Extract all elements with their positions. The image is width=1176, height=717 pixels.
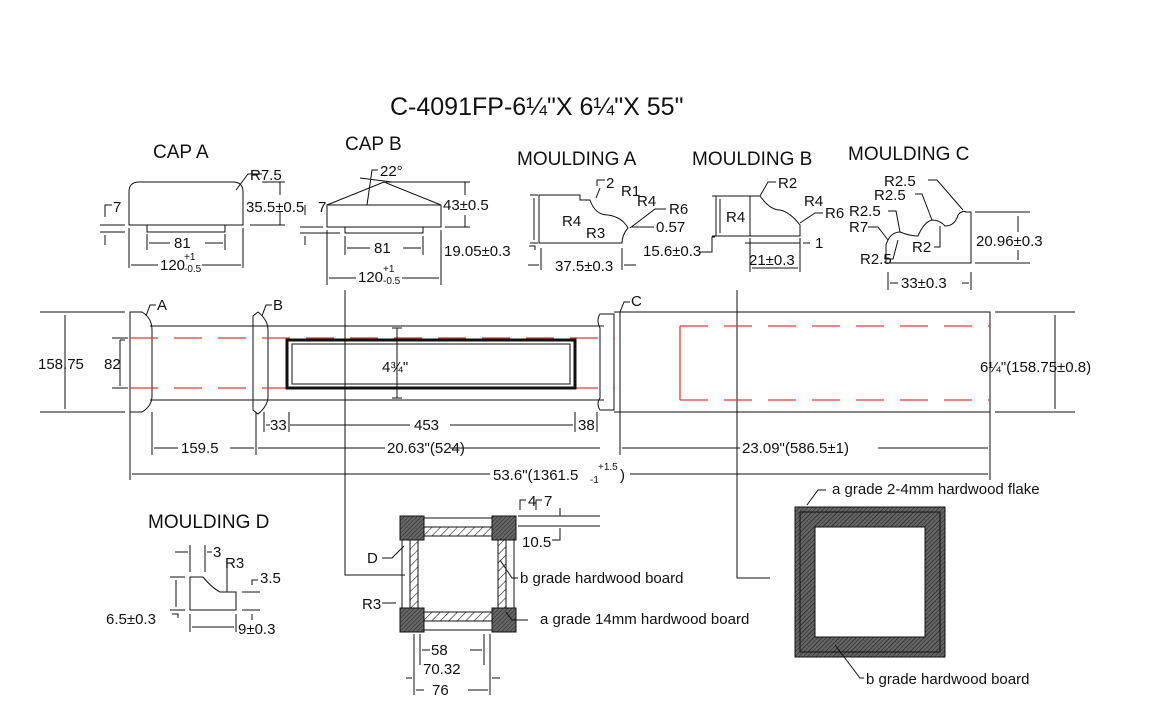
moulding-c-label: MOULDING C bbox=[848, 144, 969, 165]
moulding-a-057: 0.57 bbox=[656, 219, 685, 236]
total-tol-minus: -1 bbox=[590, 475, 599, 486]
cap-b-tol-minus: -0.5 bbox=[383, 276, 401, 287]
moulding-c-r25-third: R2.5 bbox=[849, 203, 881, 220]
section-tag-d: D bbox=[367, 550, 378, 567]
column-section-small: D R3 4 7 10.5 b grade hardwood board a g… bbox=[362, 493, 749, 699]
total-tol-plus: +1.5 bbox=[598, 462, 618, 473]
moulding-a-detail: MOULDING A 2 R1 R4 R6 R4 R3 0.57 37.5±0.… bbox=[517, 149, 701, 275]
moulding-b-r2: R2 bbox=[778, 175, 797, 192]
cap-b-label: CAP B bbox=[345, 134, 402, 155]
cap-a-tol-plus: +1 bbox=[184, 252, 196, 263]
moulding-b-detail: MOULDING B R2 R4 R4 R6 1 21±0.3 bbox=[692, 149, 844, 272]
section-d70-32: 70.32 bbox=[423, 661, 461, 678]
moulding-a-width: 37.5±0.3 bbox=[555, 258, 613, 275]
section-r3: R3 bbox=[362, 596, 381, 613]
moulding-c-r25-bottom: R2.5 bbox=[860, 251, 892, 268]
moulding-a-height: 15.6±0.3 bbox=[643, 243, 701, 260]
moulding-b-width: 21±0.3 bbox=[749, 252, 795, 269]
moulding-b-r6: R6 bbox=[825, 205, 844, 222]
moulding-c-detail: MOULDING C R2.5 R2.5 R2.5 R7 R2 R2.5 20.… bbox=[848, 144, 1043, 292]
tag-c: C bbox=[631, 293, 642, 310]
tag-b: B bbox=[273, 297, 283, 314]
dim-159-5: 159.5 bbox=[181, 440, 219, 457]
section-note-b-grade: b grade hardwood board bbox=[520, 570, 683, 587]
section-d10-5: 10.5 bbox=[522, 534, 551, 551]
moulding-d-r3: R3 bbox=[225, 555, 244, 572]
cap-a-radius: R7.5 bbox=[250, 167, 282, 184]
cap-a-label: CAP A bbox=[153, 142, 209, 163]
column-section-large: a grade 2-4mm hardwood flake b grade har… bbox=[794, 481, 1040, 688]
cap-a-detail: CAP A R7.5 35.5±0.5 7 81 120 +1 -0.5 bbox=[100, 142, 304, 275]
inner-height-dim: 82 bbox=[104, 356, 121, 373]
drawing-title: C-4091FP-6¼"X 6¼"X 55" bbox=[390, 93, 683, 121]
moulding-d-height: 6.5±0.3 bbox=[106, 611, 156, 628]
moulding-a-r4-left: R4 bbox=[562, 213, 581, 230]
section-note-b-board: b grade hardwood board bbox=[866, 671, 1029, 688]
total-length-dim: 53.6"(1361.5 bbox=[493, 467, 578, 484]
total-close: ) bbox=[620, 467, 625, 484]
moulding-c-r25-top: R2.5 bbox=[884, 173, 916, 190]
moulding-d-width: 9±0.3 bbox=[238, 621, 275, 638]
moulding-b-label: MOULDING B bbox=[692, 149, 812, 170]
overall-height-dim: 158.75 bbox=[38, 356, 84, 373]
cap-b-tol-plus: +1 bbox=[383, 264, 395, 275]
dim-586-5: 23.09"(586.5±1) bbox=[742, 440, 849, 457]
tag-a: A bbox=[157, 297, 167, 314]
dim-33: 33 bbox=[270, 417, 287, 434]
cap-a-height: 35.5±0.5 bbox=[246, 199, 304, 216]
cap-a-inner: 81 bbox=[174, 235, 191, 252]
section-d7: 7 bbox=[544, 493, 552, 510]
cap-b-base-height: 19.05±0.3 bbox=[444, 243, 511, 260]
right-height-dim: 6¼"(158.75±0.8) bbox=[980, 359, 1091, 376]
panel-height-dim: 4¾" bbox=[382, 359, 408, 376]
cap-b-width: 120 bbox=[358, 269, 383, 286]
moulding-b-d1: 1 bbox=[815, 235, 823, 252]
moulding-a-r2: 2 bbox=[606, 175, 614, 192]
moulding-a-r3: R3 bbox=[586, 225, 605, 242]
moulding-a-r6: R6 bbox=[669, 201, 688, 218]
cap-b-step: 7 bbox=[318, 199, 326, 216]
dim-38: 38 bbox=[578, 417, 595, 434]
cap-b-angle: 22° bbox=[380, 163, 403, 180]
moulding-c-width: 33±0.3 bbox=[901, 275, 947, 292]
moulding-c-r7: R7 bbox=[849, 219, 868, 236]
column-elevation: 4¾" A B C 158.75 82 6¼"(158.75±0.8) 33 4… bbox=[38, 290, 1091, 579]
moulding-a-r4-top: R4 bbox=[637, 193, 656, 210]
moulding-a-label: MOULDING A bbox=[517, 149, 637, 170]
moulding-a-r1: R1 bbox=[621, 183, 640, 200]
moulding-d-detail: MOULDING D 3 R3 3.5 6.5±0.3 9±0.3 bbox=[106, 512, 281, 638]
cap-b-height: 43±0.5 bbox=[443, 197, 489, 214]
section-note-flake: a grade 2-4mm hardwood flake bbox=[832, 481, 1040, 498]
section-d76: 76 bbox=[432, 682, 449, 699]
moulding-d-3: 3 bbox=[213, 544, 221, 561]
moulding-c-r2: R2 bbox=[912, 239, 931, 256]
cap-b-inner: 81 bbox=[374, 240, 391, 257]
cap-b-detail: CAP B 22° 43±0.5 7 81 120 +1 -0.5 19.05±… bbox=[300, 134, 511, 287]
dim-524: 20.63"(524) bbox=[387, 440, 465, 457]
moulding-d-3-5: 3.5 bbox=[260, 570, 281, 587]
cap-a-step: 7 bbox=[113, 199, 121, 216]
moulding-c-height: 20.96±0.3 bbox=[976, 233, 1043, 250]
dim-453: 453 bbox=[414, 417, 439, 434]
moulding-c-r25-second: R2.5 bbox=[874, 187, 906, 204]
section-d4: 4 bbox=[528, 493, 536, 510]
moulding-b-r4-right: R4 bbox=[804, 193, 823, 210]
cap-a-width: 120 bbox=[160, 257, 185, 274]
cap-a-tol-minus: -0.5 bbox=[184, 264, 202, 275]
moulding-d-label: MOULDING D bbox=[148, 512, 269, 533]
section-d58: 58 bbox=[431, 642, 448, 659]
section-note-a-grade: a grade 14mm hardwood board bbox=[540, 611, 749, 628]
moulding-b-r4-left: R4 bbox=[726, 209, 745, 226]
